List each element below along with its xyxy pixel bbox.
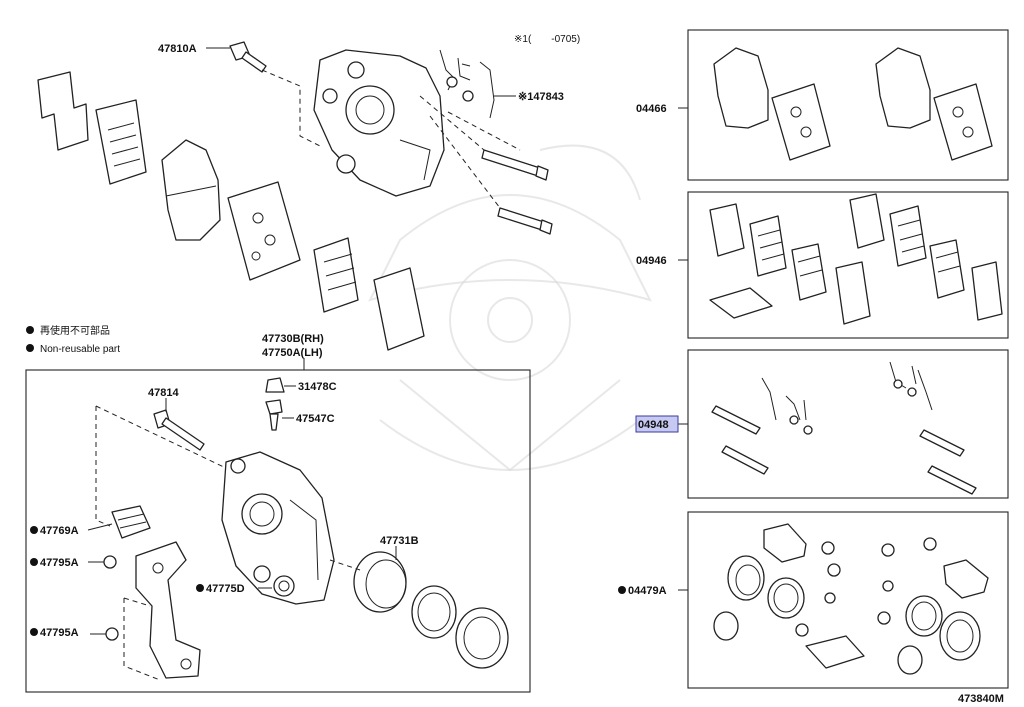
label-47795a-2: 47795A (40, 627, 79, 639)
kit-box-04466 (687, 29, 1009, 181)
label-47731b: 47731B (380, 535, 419, 547)
legend-jp: 再使用不可部品 (40, 324, 110, 337)
label-47730b: 47730B(RH) (262, 333, 324, 345)
kit-04466-parts (713, 47, 993, 161)
label-31478c: 31478C (298, 381, 337, 393)
figure-number: 473840M (958, 693, 1004, 705)
legend-en: Non-reusable part (40, 344, 120, 355)
caliper-assembly-parts (95, 377, 509, 681)
kit-04479a-parts (713, 523, 989, 675)
caliper-assembly-frame (25, 369, 531, 693)
highlight-04948 (635, 415, 679, 433)
label-47795a-1: 47795A (40, 557, 79, 569)
top-caliper-assembly (37, 41, 553, 351)
label-47814: 47814 (148, 387, 179, 399)
label-04948[interactable]: 04948 (638, 419, 669, 431)
watermark-emblem (368, 144, 652, 472)
label-04466: 04466 (636, 103, 667, 115)
non-reusable-bullet-icon (30, 628, 38, 636)
label-04479a: 04479A (628, 585, 667, 597)
non-reusable-bullet-icon (30, 558, 38, 566)
non-reusable-bullet-icon (196, 584, 204, 592)
non-reusable-bullet-icon (618, 586, 626, 594)
label-47810a: 47810A (158, 43, 197, 55)
non-reusable-bullet-icon (30, 526, 38, 534)
kit-box-04479a (687, 511, 1009, 689)
kit-04946-parts (709, 193, 1003, 325)
kit-box-04946 (687, 191, 1009, 339)
label-47750a: 47750A(LH) (262, 347, 323, 359)
non-reusable-bullet-icon (26, 326, 34, 334)
label-47775d: 47775D (206, 583, 245, 595)
label-47843: ※147843 (518, 91, 564, 103)
non-reusable-bullet-icon (26, 344, 34, 352)
label-47769a: 47769A (40, 525, 79, 537)
label-47547c: 47547C (296, 413, 335, 425)
label-04946: 04946 (636, 255, 667, 267)
label-note-range: ※1( -0705) (514, 34, 580, 45)
kit-04948-parts (711, 361, 977, 495)
